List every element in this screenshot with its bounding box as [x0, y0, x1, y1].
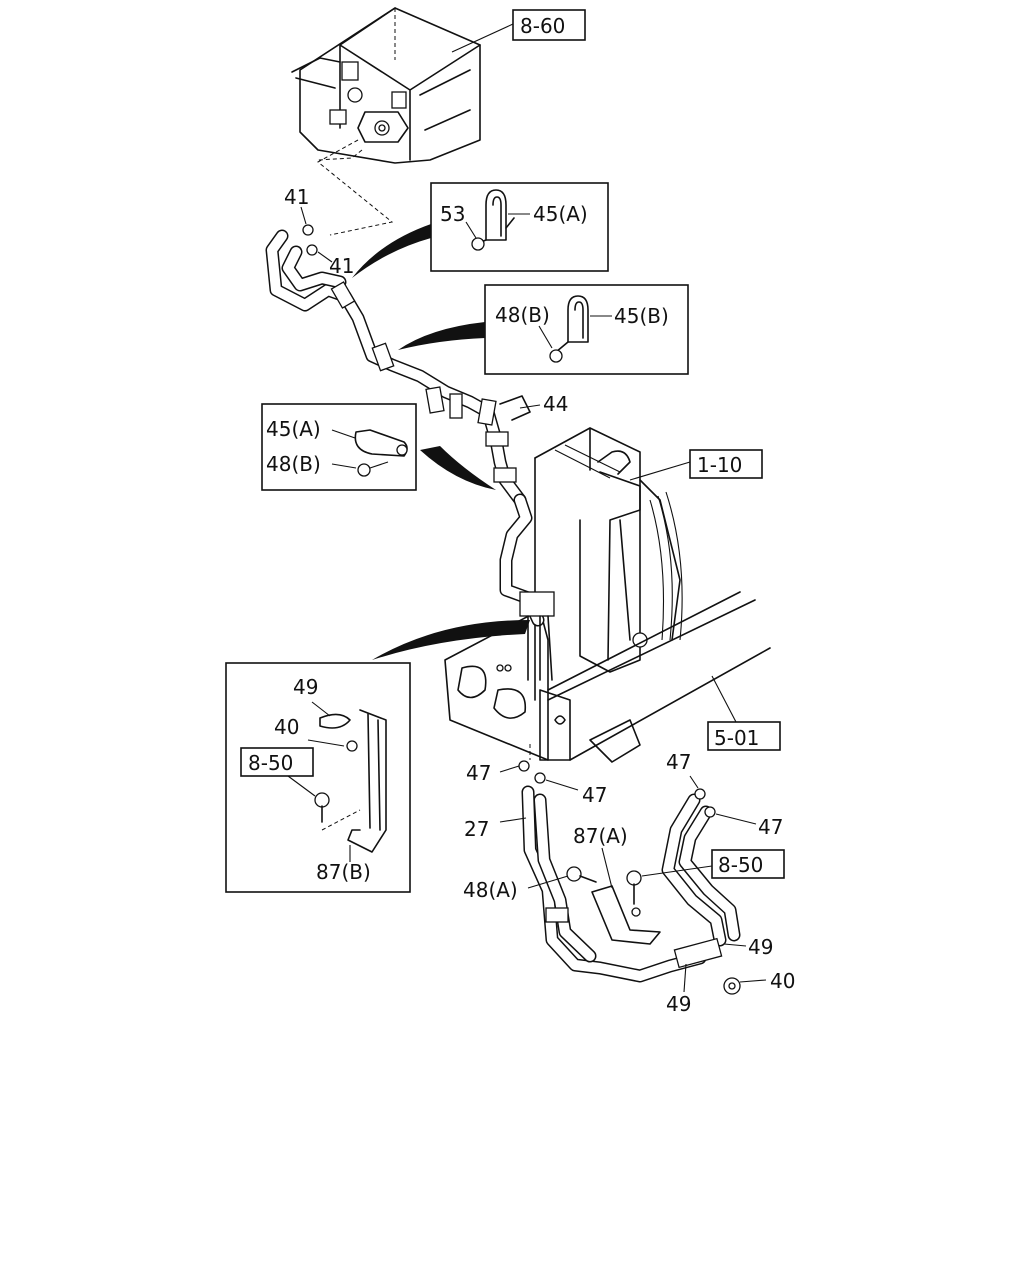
- detail-box-87b: 49 40 8-50 87(B): [225, 662, 411, 893]
- label-47-a: 47: [466, 761, 491, 785]
- evaporator-unit: [291, 7, 481, 164]
- label-47-d: 47: [758, 815, 783, 839]
- ref-8-50: 8-50: [718, 853, 763, 877]
- label-49-b: 49: [666, 992, 691, 1016]
- ref-box-8-50: 8-50: [711, 849, 785, 879]
- ref-8-50-inset: 8-50: [248, 751, 293, 775]
- ref-box-5-01: 5-01: [707, 675, 781, 751]
- label-47-b: 47: [582, 783, 607, 807]
- label-40-inset: 40: [274, 715, 299, 739]
- label-87a: 87(A): [573, 824, 628, 848]
- radiator: [534, 427, 683, 701]
- label-48b-left: 48(B): [266, 452, 321, 476]
- label-41-bottom: 41: [329, 254, 354, 278]
- label-53: 53: [440, 202, 465, 226]
- label-49-inset: 49: [293, 675, 318, 699]
- label-40: 40: [770, 969, 795, 993]
- ref-box-1-10: 1-10: [629, 449, 763, 481]
- callout-arrow-lower: [372, 620, 530, 660]
- label-41-top: 41: [284, 185, 309, 209]
- ref-box-8-60: 8-60: [451, 9, 586, 53]
- detail-box-53-45a: 53 45(A): [430, 182, 609, 272]
- callout-arrow-53: [352, 224, 431, 278]
- ref-8-60: 8-60: [520, 14, 565, 38]
- detail-box-45a-48b: 45(A) 48(B): [261, 403, 417, 491]
- label-47-c: 47: [666, 750, 691, 774]
- label-45a-top: 45(A): [533, 202, 588, 226]
- callout-arrow-48b: [398, 322, 485, 350]
- leaders-lower: [499, 744, 767, 993]
- frame-member: [444, 591, 771, 763]
- label-44: 44: [543, 392, 568, 416]
- label-45b: 45(B): [614, 304, 669, 328]
- ref-5-01: 5-01: [714, 726, 759, 750]
- bolts-lower: [518, 760, 741, 995]
- label-48b-top: 48(B): [495, 303, 550, 327]
- bracket-87a: [591, 847, 661, 945]
- nut-41: [300, 206, 333, 263]
- label-49-a: 49: [748, 935, 773, 959]
- callout-arrow-45a: [420, 446, 496, 490]
- hose-clamps-upper: [330, 281, 531, 483]
- middle-hose: [499, 493, 555, 681]
- lower-hose: [521, 785, 741, 983]
- label-87b: 87(B): [316, 860, 371, 884]
- ref-1-10: 1-10: [697, 453, 742, 477]
- label-45a-left: 45(A): [266, 417, 321, 441]
- detail-box-48b-45b: 48(B) 45(B): [484, 284, 689, 375]
- label-27: 27: [464, 817, 489, 841]
- label-48a: 48(A): [463, 878, 518, 902]
- leader-evap-2: [317, 149, 363, 161]
- leader-evap: [317, 139, 394, 236]
